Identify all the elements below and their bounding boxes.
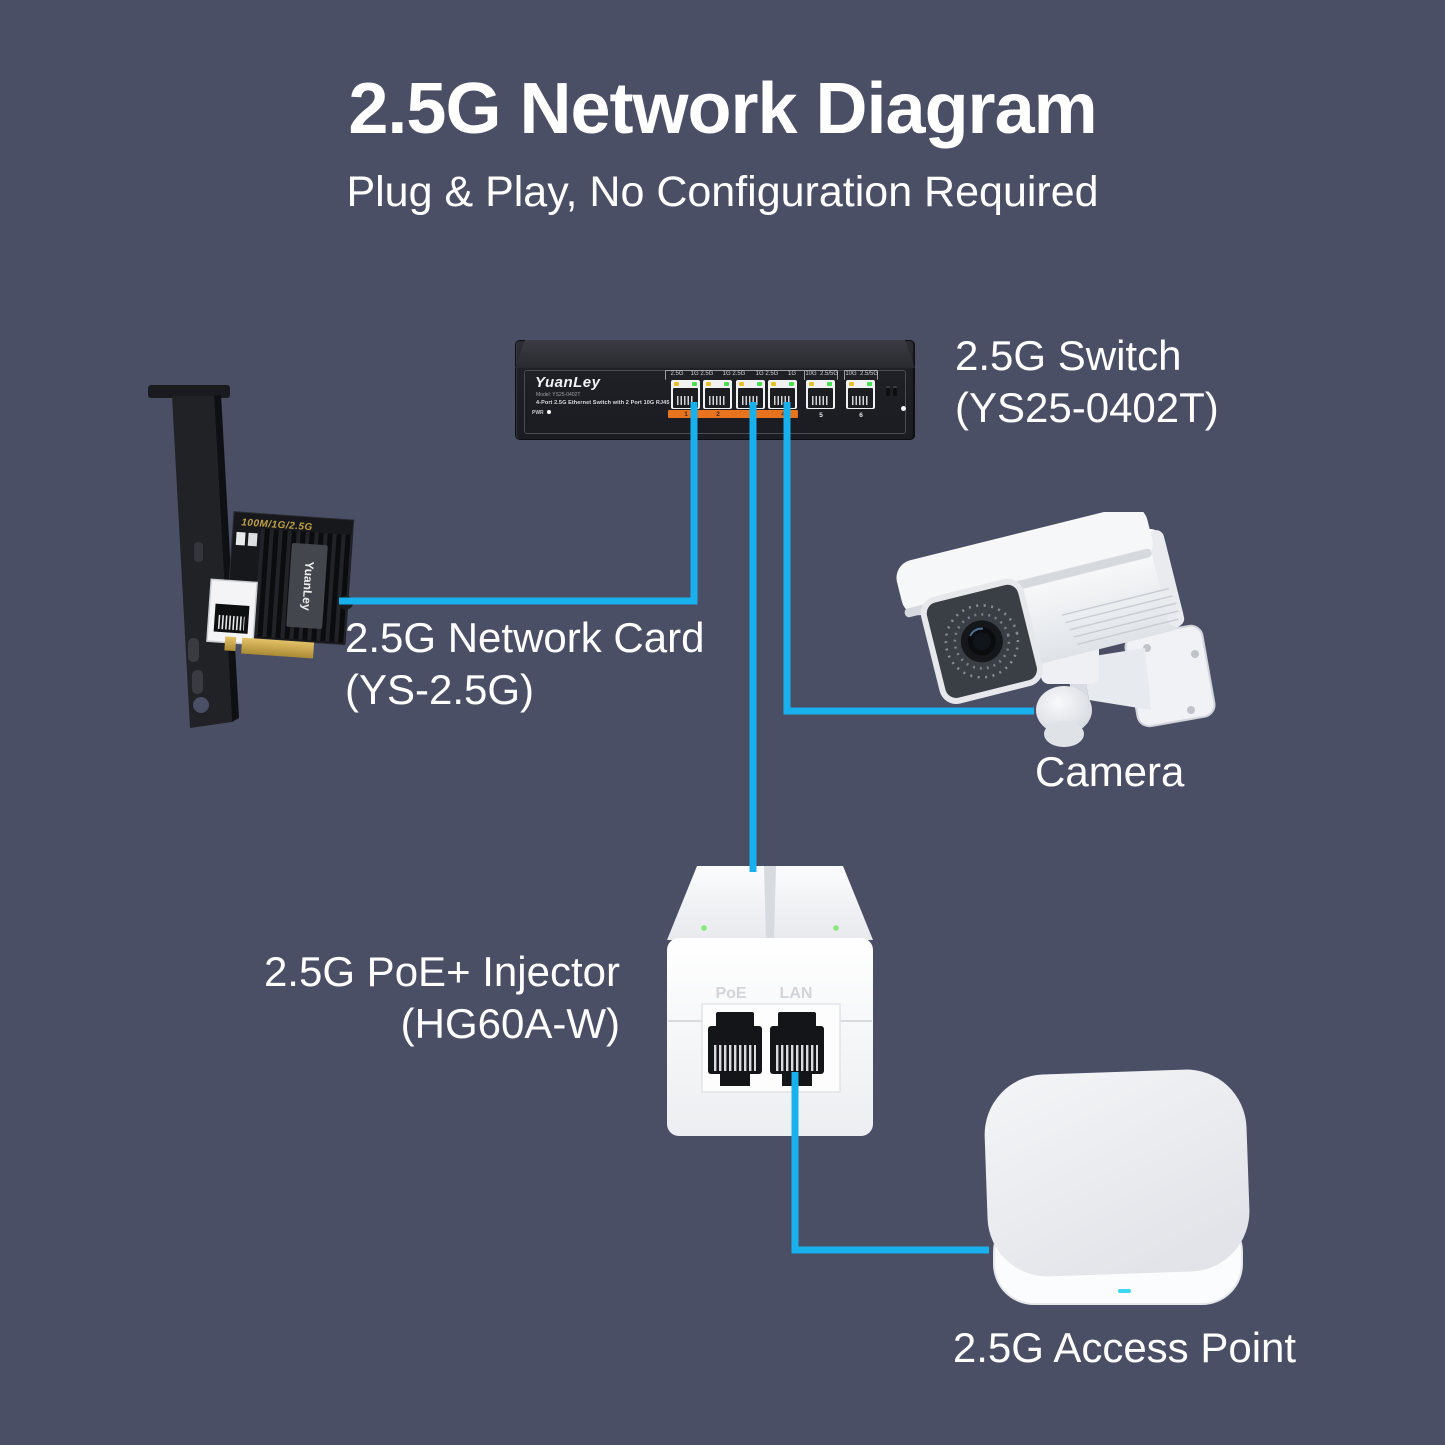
port-number: 5	[819, 412, 823, 419]
uplink-speed-label: 10G	[845, 371, 857, 377]
ap-top-face	[984, 1069, 1250, 1277]
poe-injector-label-line1: 2.5G PoE+ Injector	[263, 948, 620, 995]
poe-injector-label: 2.5G PoE+ Injector (HG60A-W)	[240, 946, 620, 1050]
switch-model-text: Model: YS25-0402T	[536, 392, 581, 398]
network-card-label-line1: 2.5G Network Card	[345, 614, 705, 661]
port-number: 3	[749, 411, 753, 418]
injector-poe-label: PoE	[715, 985, 746, 1002]
heatsink-brand-text: YuanLey	[299, 561, 316, 612]
port-group-orange-bar	[668, 410, 798, 418]
poe-injector-device: PoE LAN	[667, 866, 873, 1136]
uplink-bracket-6	[844, 370, 878, 380]
switch-label: 2.5G Switch (YS25-0402T)	[955, 330, 1219, 434]
access-point-label-line1: 2.5G Access Point	[952, 1324, 1297, 1371]
switch-label-line2: (YS25-0402T)	[955, 384, 1219, 431]
pcb-assembly: 100M/1G/2.5G YuanLey	[206, 511, 355, 659]
switch-power-led: PWR	[532, 410, 551, 416]
network-card-label: 2.5G Network Card (YS-2.5G)	[345, 612, 704, 716]
switch-device: YuanLey Model: YS25-0402T 4-Port 2.5G Et…	[515, 340, 915, 440]
camera-label-line1: Camera	[1035, 748, 1185, 795]
rj45-port-1	[671, 380, 700, 409]
access-point-device	[984, 1069, 1250, 1305]
switch-brand-logo: YuanLey	[535, 374, 601, 391]
ap-status-led	[1118, 1289, 1131, 1293]
rj45-port-3	[736, 380, 765, 409]
poe-injector-label-line2: (HG60A-W)	[400, 1000, 620, 1047]
dip-switch	[886, 386, 899, 397]
port-number: 4	[781, 411, 785, 418]
card-rj45-port	[206, 578, 258, 646]
mode-led	[901, 406, 906, 411]
camera-device	[896, 512, 1216, 747]
injector-top-groove	[764, 866, 776, 940]
uplink-bracket-5	[804, 370, 838, 380]
network-card-device: 100M/1G/2.5G YuanLey	[148, 385, 355, 728]
card-speed-marking: 100M/1G/2.5G	[241, 517, 313, 533]
access-point-label: 2.5G Access Point	[952, 1322, 1297, 1374]
switch-label-line1: 2.5G Switch	[955, 332, 1182, 379]
page-title: 2.5G Network Diagram	[348, 69, 1097, 149]
camera-label: Camera	[1035, 746, 1184, 798]
switch-description-text: 4-Port 2.5G Ethernet Switch with 2 Port …	[536, 400, 670, 406]
injector-led-left	[701, 925, 707, 931]
uplink-speed-label: 2.5/5G	[859, 371, 879, 377]
injector-poe-port	[708, 1012, 762, 1086]
switch-top-face	[515, 340, 915, 368]
port-number: 2	[716, 411, 720, 418]
port-number: 1	[684, 411, 688, 418]
camera-lens-face	[920, 578, 1043, 704]
port-number: 6	[859, 412, 863, 419]
rj45-port-4	[768, 380, 797, 409]
pcie-finger-long	[241, 637, 315, 659]
rj45-port-5	[806, 380, 835, 409]
uplink-speed-label: 2.5/5G	[819, 371, 839, 377]
injector-lan-label: LAN	[780, 985, 813, 1002]
page-subtitle: Plug & Play, No Configuration Required	[346, 168, 1099, 216]
rj45-port-2	[703, 380, 732, 409]
port-speed-label: 1G	[787, 371, 797, 377]
port-speed-label: 1G 2.5G	[690, 371, 714, 377]
pci-bracket	[148, 385, 239, 728]
injector-lan-port	[770, 1012, 824, 1086]
rj45-port-6	[846, 380, 875, 409]
port-speed-label: 1G 2.5G	[722, 371, 746, 377]
port-speed-label: 1G 2.5G	[755, 371, 779, 377]
injector-led-right	[833, 925, 839, 931]
network-card-label-line2: (YS-2.5G)	[345, 666, 535, 713]
port-speed-label: 2.5G	[670, 371, 684, 377]
pcie-finger-short	[224, 636, 237, 652]
uplink-speed-label: 10G	[805, 371, 817, 377]
